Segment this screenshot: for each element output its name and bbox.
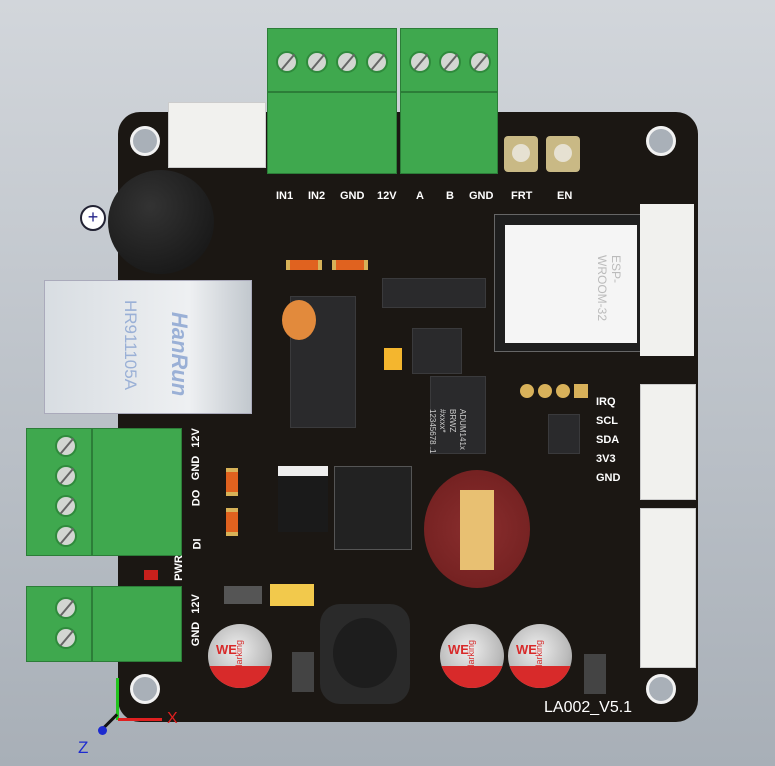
regulator-dpak [278, 466, 328, 532]
label-gnd-right: GND [596, 472, 621, 484]
resistor [226, 468, 238, 496]
isolator-line4: 12345678 .1 [428, 409, 437, 454]
mounting-hole [646, 674, 676, 704]
rj45-brand: HanRun [167, 311, 193, 397]
z-axis-dot [98, 726, 107, 735]
inductor [320, 604, 410, 704]
label-b: B [446, 190, 454, 202]
label-3v3: 3V3 [596, 453, 616, 465]
jst-connector-right[interactable] [640, 508, 696, 668]
mounting-hole [130, 674, 160, 704]
terminal-block-4pin[interactable] [267, 28, 397, 174]
board-version: LA002_V5.1 [544, 699, 633, 716]
label-left2-gnd: GND [190, 621, 203, 647]
label-in2: IN2 [308, 190, 326, 202]
pin-header-pads [520, 384, 588, 400]
frt-button[interactable] [504, 136, 538, 172]
en-button[interactable] [546, 136, 580, 172]
isolator-line2: BRWZ [448, 409, 457, 433]
i2c-connector[interactable] [640, 384, 696, 500]
diode [224, 586, 262, 604]
z-axis-label: Z [78, 738, 89, 757]
x-axis-arrow [118, 718, 162, 721]
rj45-model: HR911105A [121, 299, 141, 391]
diode-tvs [292, 652, 314, 692]
esp32-module: ESP-WROOM-32 [494, 214, 644, 352]
terminal-block-left-4pin[interactable] [26, 428, 182, 556]
label-left-12v: 12V [189, 428, 202, 448]
label-pwr: PWR [172, 555, 185, 581]
crystal [384, 348, 402, 370]
resistor [226, 508, 238, 536]
ic-soic-8 [412, 328, 462, 374]
coin-cell-holder [424, 470, 530, 588]
y-axis-arrow [116, 678, 119, 720]
label-frt: FRT [511, 190, 533, 202]
x-axis-label: X [167, 710, 178, 727]
isolator-ic: ADUM141x BRWZ #xxxx* 12345678 .1 [428, 376, 486, 454]
label-left-di: DI [191, 538, 204, 550]
terminal-block-left-2pin[interactable] [26, 586, 182, 662]
regulator-d2pak [334, 466, 412, 550]
pwr-led [144, 570, 158, 580]
ic-rtc [548, 414, 580, 454]
buzzer-plus-icon: + [80, 205, 106, 231]
fuse [270, 584, 314, 606]
label-gnd-2: GND [469, 190, 494, 202]
label-12v: 12V [377, 190, 397, 202]
label-in1: IN1 [276, 190, 294, 202]
resistor [332, 260, 368, 270]
diode-tvs [584, 654, 606, 694]
buzzer [108, 170, 214, 274]
ic-dual-soic [382, 278, 486, 308]
mounting-hole [130, 126, 160, 156]
label-left-do: DO [190, 489, 203, 507]
label-sda: SDA [596, 434, 620, 446]
esp-antenna-connector [640, 204, 694, 356]
resistor [286, 260, 322, 270]
label-scl: SCL [596, 415, 618, 427]
label-a: A [416, 190, 424, 202]
label-gnd: GND [340, 190, 365, 202]
mosfet-component [282, 300, 316, 340]
label-left-gnd: GND [190, 455, 203, 481]
terminal-block-3pin[interactable] [400, 28, 498, 174]
mounting-hole [646, 126, 676, 156]
label-en: EN [557, 190, 573, 202]
label-irq: IRQ [596, 396, 616, 408]
label-left2-12v: 12V [189, 594, 202, 614]
isolator-line3: #xxxx* [438, 409, 447, 433]
esp-label: ESP-WROOM-32 [595, 255, 623, 321]
jst-connector-top[interactable] [168, 102, 266, 168]
rj45-jack[interactable]: HanRun HR911105A [44, 280, 252, 414]
